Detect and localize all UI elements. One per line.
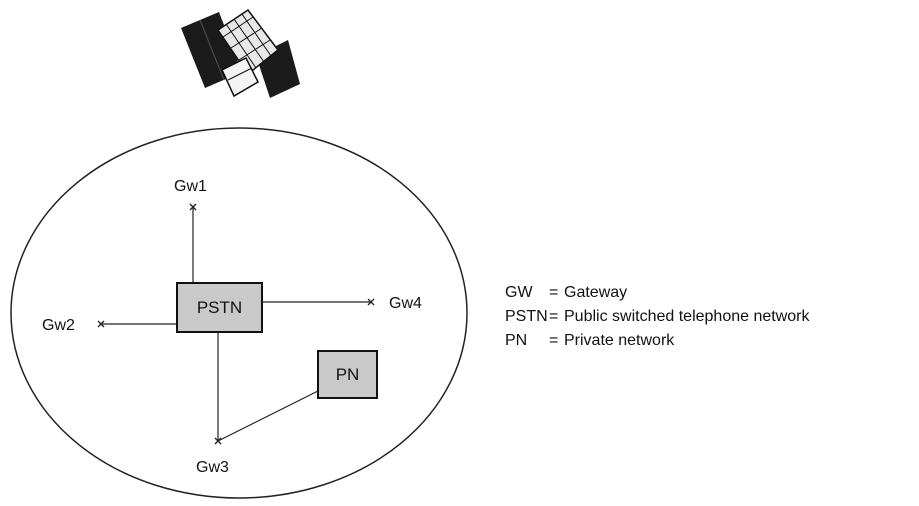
satellite-body [216,8,280,76]
gw1-label: Gw1 [174,178,207,195]
gw4-marker-icon [367,298,375,306]
legend-desc: Private network [564,332,675,349]
legend-abbr: GW [505,284,533,301]
legend-abbr: PSTN [505,308,548,325]
satellite-icon [181,8,300,98]
gw4-label: Gw4 [389,295,422,312]
coverage-area-ellipse [10,127,468,499]
pn-box [317,350,378,399]
pstn-box [176,282,263,333]
body-line [230,27,263,49]
legend: GW = Gateway PSTN = Public switched tele… [505,281,809,353]
legend-abbr: PN [505,332,528,349]
satellite-module [221,56,259,98]
gw2-marker-icon [97,320,105,328]
gw3-marker-icon [214,437,222,445]
body-line [222,16,254,38]
legend-desc: Gateway [564,284,628,301]
legend-desc: Public switched telephone network [564,308,810,325]
gw3-label: Gw3 [196,459,229,476]
gw2-label: Gw2 [42,317,75,334]
gw1-marker-icon [189,203,197,211]
body-line [238,39,271,61]
legend-equals: = [549,284,559,301]
legend-equals: = [549,308,559,325]
panel-line [199,19,225,81]
legend-row-gw: GW = Gateway [505,281,809,305]
pstn-label: PSTN [197,298,242,317]
module-line [227,67,253,81]
legend-row-pn: PN = Private network [505,329,809,353]
pn-label: PN [336,365,360,384]
legend-row-pstn: PSTN = Public switched telephone network [505,305,809,329]
link-gw3-pn [217,390,319,442]
legend-equals: = [549,332,559,349]
